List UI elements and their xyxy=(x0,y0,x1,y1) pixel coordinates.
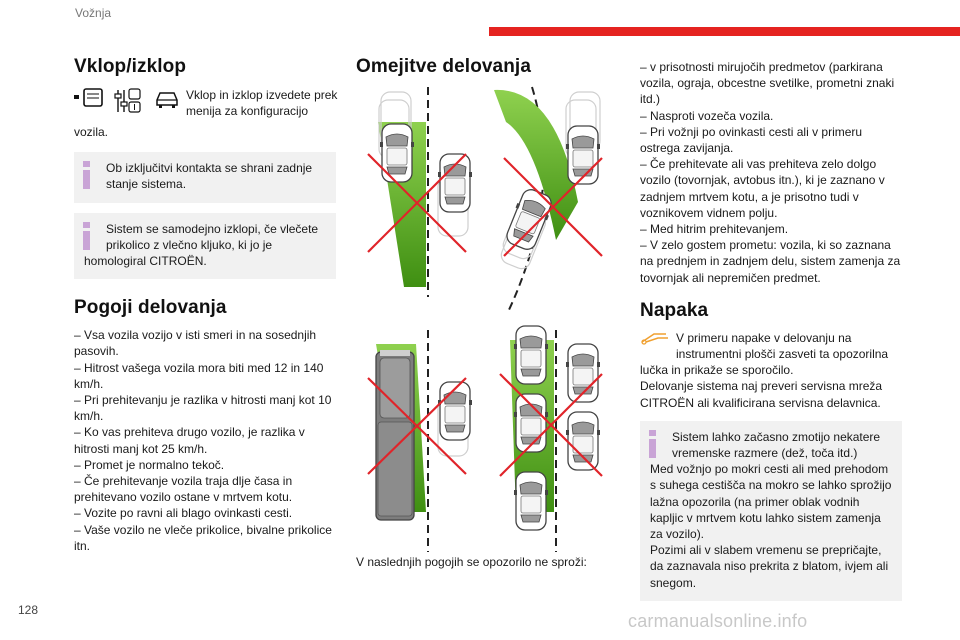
list-item: – Če prehitevate ali vas prehiteva zelo … xyxy=(640,157,885,220)
column-2: Omejitve delovanja xyxy=(356,56,621,78)
heading-on-off: Vklop/izklop xyxy=(74,56,187,77)
fault-row: V primeru napake v delovanju na instrume… xyxy=(640,330,902,362)
list-item: – Nasproti vozeča vozila. xyxy=(640,108,774,123)
info-note-weather-lead: Sistem lahko začasno zmotijo nekatere vr… xyxy=(672,429,881,461)
list-item: – Pri prehitevanju je razlika v hitrosti… xyxy=(74,393,332,424)
chapter-accent-bar xyxy=(489,27,960,36)
list-item: – Vsa vozila vozijo v isti smeri in na s… xyxy=(74,328,317,359)
info-note-memory-text: Ob izključitvi kontakta se shrani zadnje… xyxy=(106,161,313,192)
info-note-weather-p1: Med vožnjo po mokri cesti ali med prehod… xyxy=(650,462,892,542)
intro-text: Vklop in izklop izvedete prek menija za … xyxy=(186,88,338,119)
list-item: – V zelo gostem prometu: vozila, ki so z… xyxy=(640,238,901,285)
info-note-memory: Ob izključitvi kontakta se shrani zadnje… xyxy=(74,152,336,203)
page-number: 128 xyxy=(18,603,39,617)
car-blindspot-icon xyxy=(156,92,178,108)
column-3: – v prisotnosti mirujočih predmetov (par… xyxy=(640,56,902,611)
intro-text-cont: vozila. xyxy=(74,125,109,139)
info-note-weather-p2: Pozimi ali v slabem vremenu se prepričaj… xyxy=(650,543,889,590)
list-item: – v prisotnosti mirujočih predmetov (par… xyxy=(640,60,895,107)
limitations-list: – v prisotnosti mirujočih predmetov (par… xyxy=(640,59,902,286)
intro-row: Vklop in izklop izvedete prek menija za … xyxy=(74,86,338,124)
info-icon xyxy=(83,161,90,190)
info-note-trailer-rest: homologiral CITROËN. xyxy=(84,254,207,269)
list-item: – Vozite po ravni ali blago ovinkasti ce… xyxy=(74,506,293,521)
list-item: – Vaše vozilo ne vleče prikolice, bivaln… xyxy=(74,522,332,553)
info-icon xyxy=(83,221,90,250)
info-note-trailer-lead: Sistem se samodejno izklopi, če vlečete … xyxy=(106,221,319,252)
conditions-list: – Vsa vozila vozijo v isti smeri in na s… xyxy=(74,327,336,554)
limitations-illustration xyxy=(367,86,603,552)
list-item: – Ko vas prehiteva drugo vozilo, je razl… xyxy=(74,425,305,456)
vehicle-settings-icon xyxy=(114,88,141,113)
list-item: – Če prehitevanje vozila traja dlje časa… xyxy=(74,474,293,505)
touchscreen-icon xyxy=(74,88,103,107)
fault-rest: lučka in prikaže se sporočilo. xyxy=(640,363,794,378)
heading-fault: Napaka xyxy=(640,299,709,321)
heading-limitations: Omejitve delovanja xyxy=(356,56,531,77)
list-item: – Promet je normalno tekoč. xyxy=(74,457,225,472)
list-item: – Med hitrim prehitevanjem. xyxy=(640,222,789,237)
fault-service: Delovanje sistema naj preveri servisna m… xyxy=(640,379,883,410)
heading-conditions: Pogoji delovanja xyxy=(74,297,227,319)
info-icon xyxy=(649,429,656,458)
list-item: – Hitrost vašega vozila mora biti med 12… xyxy=(74,360,324,391)
list-item: – Pri vožnji po ovinkasti cesti ali v pr… xyxy=(640,124,863,156)
limitations-caption: V naslednjih pogojih se opozorilo ne spr… xyxy=(356,555,587,569)
warning-lamp-icon xyxy=(641,333,668,345)
column-1: Vklop/izklop Vklop in izklop izvedete pr… xyxy=(74,56,338,554)
info-note-weather: Sistem lahko začasno zmotijo nekatere vr… xyxy=(640,420,902,601)
fault-lead: V primeru napake v delovanju na instrume… xyxy=(676,330,889,362)
info-note-trailer: Sistem se samodejno izklopi, če vlečete … xyxy=(74,212,336,280)
watermark: carmanualsonline.info xyxy=(628,611,808,631)
chapter-title: Vožnja xyxy=(75,6,112,20)
